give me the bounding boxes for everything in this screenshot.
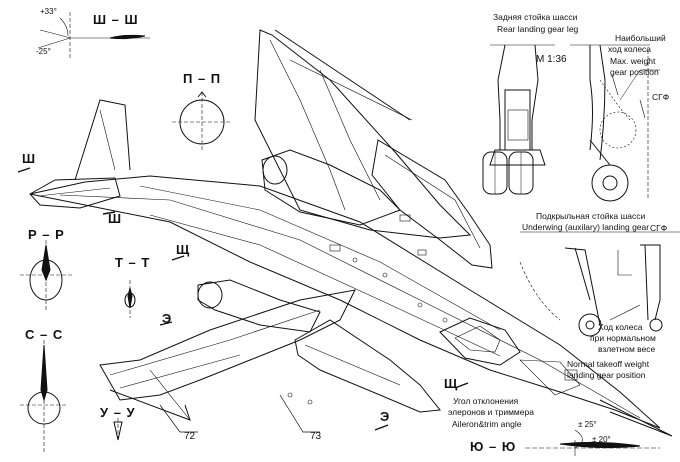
section-r-diagram (20, 240, 72, 312)
cut-mark-shch-2: Щ (444, 376, 459, 391)
rear-gear-max-ru-1: Наибольший (615, 33, 666, 43)
wing-gear-title-ru: Подкрыльная стойка шасси (536, 211, 646, 221)
fuselage-centerline (59, 194, 641, 419)
wing-gear-title-en: Underwing (auxilary) landing gear (522, 222, 650, 232)
wing-gear-travel-ru-1: Ход колеса (598, 322, 643, 332)
aileron-label-ru-1: Угол отклонения (453, 396, 519, 406)
upper-wing (254, 29, 472, 239)
cut-mark-e-2: Э (380, 409, 391, 424)
rear-gear-front-view (482, 44, 555, 195)
cut-mark-sh-1: Ш (22, 151, 37, 166)
aileron-label-ru-2: элеронов и триммера (448, 407, 534, 417)
callout-73: 73 (310, 431, 322, 442)
cut-mark-sh-2: Ш (108, 211, 123, 226)
wing-gear-travel-en-2: landing gear position (567, 370, 646, 380)
angle-yu-down: ± 20° (592, 435, 611, 444)
section-sh-diagram (37, 12, 150, 60)
tail-fin (74, 99, 131, 181)
lower-engine-nacelle (197, 279, 321, 333)
callout-72-leader (159, 404, 198, 433)
angle-sh-down: -25° (36, 47, 51, 56)
upper-engine-nacelle (261, 149, 401, 226)
rear-gear-sgf: СГФ (652, 92, 670, 102)
rear-gear-side-view (570, 44, 660, 202)
angle-sh-up: +33° (40, 7, 57, 16)
callout-72: 72 (184, 431, 196, 442)
callout-73-leader (279, 394, 320, 433)
rear-gear-max-en-1: Max. weight (610, 56, 656, 66)
tailplane (29, 177, 121, 209)
section-label-yu: Ю – Ю (470, 439, 517, 454)
section-label-s: С – С (25, 327, 64, 342)
lower-wing-trailing (109, 389, 191, 421)
rear-gear-max-ru-2: ход колеса (608, 44, 652, 54)
angle-yu-up: ± 25° (578, 420, 597, 429)
wing-gear-travel-ru-2: при нормальном (590, 333, 656, 343)
wing-gear-travel-en-1: Normal takeoff weight (567, 359, 650, 369)
canopy (439, 317, 521, 366)
sh-profile (109, 34, 146, 40)
aircraft-plan-view (29, 29, 673, 437)
wing-gear-sgf: СГФ (650, 223, 668, 233)
section-label-r: Р – Р (28, 227, 65, 242)
cut-mark-e-1: Э (162, 311, 173, 326)
wing-gear-travel-ru-3: взлетном весе (598, 344, 656, 354)
section-p-diagram (172, 91, 232, 150)
section-yu-diagram (525, 429, 660, 456)
underwing-gear-view (519, 231, 680, 337)
section-t-diagram (124, 280, 136, 318)
cut-mark-shch-1: Щ (176, 242, 191, 257)
upper-wing-tank (371, 139, 493, 269)
section-label-p: П – П (183, 71, 222, 86)
section-cut-lines (17, 167, 469, 431)
rear-gear-title-ru: Задняя стойка шасси (493, 12, 578, 22)
section-label-sh: Ш – Ш (93, 12, 139, 27)
aileron-label-en: Aileron&trim angle (452, 419, 522, 429)
section-u-diagram (113, 418, 123, 442)
section-label-t: Т – Т (115, 255, 151, 270)
lower-wing (99, 289, 356, 401)
lower-wing-tank (294, 319, 441, 413)
rear-gear-title-en: Rear landing gear leg (497, 24, 579, 34)
scale-label: М 1:36 (536, 54, 567, 65)
section-label-u: У – У (100, 405, 136, 420)
rear-gear-max-en-2: gear position (610, 67, 659, 77)
upper-wing-leading-edge (274, 29, 411, 121)
nose-probe (599, 399, 673, 437)
section-s-diagram (20, 340, 68, 452)
